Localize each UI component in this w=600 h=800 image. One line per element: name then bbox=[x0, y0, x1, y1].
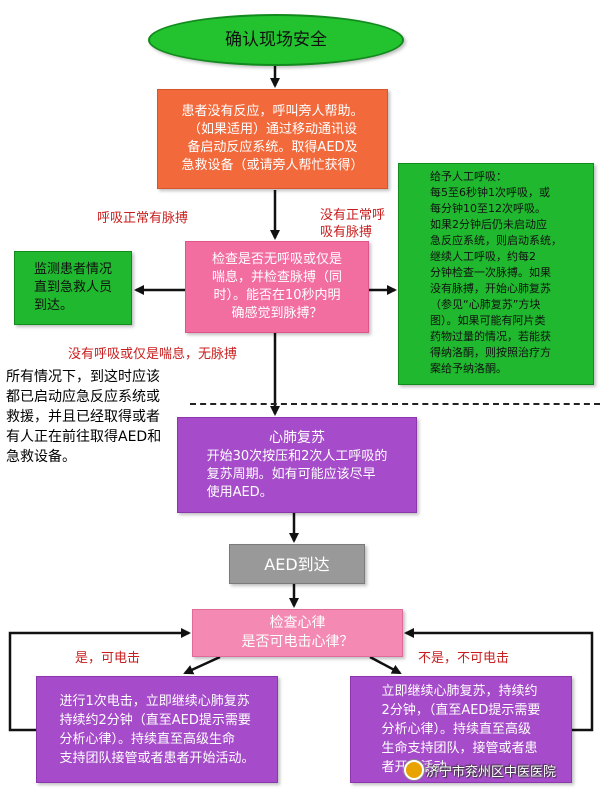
check-rhythm-box: 检查心律 是否可电击心律？ bbox=[192, 609, 403, 657]
hospital-logo-icon bbox=[404, 760, 424, 780]
call-help-box: 患者没有反应，呼叫旁人帮助。 （如果适用）通过移动通讯设 备启动反应系统。取得A… bbox=[157, 89, 388, 189]
monitor-text: 监测患者情况 直到急救人员 到达。 bbox=[33, 262, 112, 313]
no-shock-text: 立即继续心肺复苏，持续约 2分钟，（直至AED提示需要 分析心律）。持续直至高级… bbox=[381, 684, 541, 775]
arrow-rhythm-to-shock bbox=[183, 655, 221, 675]
label-abnormal-breathing: 没有正常呼 吸有脉搏 bbox=[320, 208, 386, 240]
check-breathing-text: 检查是否无呼吸或仅是 喘息，并检查脉搏（同 时）。能否在10秒内明 确感觉到脉搏… bbox=[211, 252, 342, 321]
loop-left bbox=[8, 628, 191, 732]
aed-arrives-box: AED到达 bbox=[229, 544, 365, 584]
loop-right bbox=[404, 628, 594, 732]
shock-text: 进行1次电击，立即继续心肺复苏 持续约2分钟（直至AED提示需要 分析心律）。持… bbox=[59, 693, 255, 766]
call-help-text: 患者没有反应，呼叫旁人帮助。 （如果适用）通过移动通讯设 备启动反应系统。取得A… bbox=[181, 104, 364, 173]
rescue-breathing-box: 给予人工呼吸： 每5至6秒钟1次呼吸，或 每分钟10至12次呼吸。 如果2分钟后… bbox=[398, 163, 594, 385]
check-breathing-box: 检查是否无呼吸或仅是 喘息，并检查脉搏（同 时）。能否在10秒内明 确感觉到脉搏… bbox=[185, 241, 369, 333]
label-shockable: 是，可电击 bbox=[75, 651, 141, 666]
side-note: 所有情况下，到这时应该 都已启动应急反应系统或 救援，并且已经取得或者 有人正在… bbox=[6, 369, 162, 465]
cpr-title: 心肺复苏 bbox=[269, 430, 325, 446]
start-text: 确认现场安全 bbox=[225, 29, 327, 50]
no-shock-box: 立即继续心肺复苏，持续约 2分钟，（直至AED提示需要 分析心律）。持续直至高级… bbox=[350, 676, 572, 783]
start-ellipse: 确认现场安全 bbox=[148, 14, 404, 66]
cpr-box: 心肺复苏 开始30次按压和2次人工呼吸的 复苏周期。如有可能应该尽早 使用AED… bbox=[177, 417, 417, 513]
shock-box: 进行1次电击，立即继续心肺复苏 持续约2分钟（直至AED提示需要 分析心律）。持… bbox=[36, 676, 278, 783]
dashed-divider bbox=[190, 403, 600, 405]
check-rhythm-text: 检查心律 是否可电击心律？ bbox=[241, 615, 354, 650]
rescue-breathing-text: 给予人工呼吸： 每5至6秒钟1次呼吸，或 每分钟10至12次呼吸。 如果2分钟后… bbox=[430, 170, 562, 375]
monitor-box: 监测患者情况 直到急救人员 到达。 bbox=[14, 251, 132, 325]
watermark: 济宁市兖州区中医医院 bbox=[426, 765, 557, 780]
label-no-breathing: 没有呼吸或仅是喘息，无脉搏 bbox=[68, 347, 238, 362]
label-normal-breathing: 呼吸正常有脉搏 bbox=[97, 211, 189, 226]
aed-arrives-text: AED到达 bbox=[264, 554, 330, 574]
arrow-rhythm-to-noshock bbox=[369, 655, 402, 675]
cpr-text: 开始30次按压和2次人工呼吸的 复苏周期。如有可能应该尽早 使用AED。 bbox=[206, 449, 388, 500]
label-not-shockable: 不是，不可电击 bbox=[418, 651, 510, 666]
